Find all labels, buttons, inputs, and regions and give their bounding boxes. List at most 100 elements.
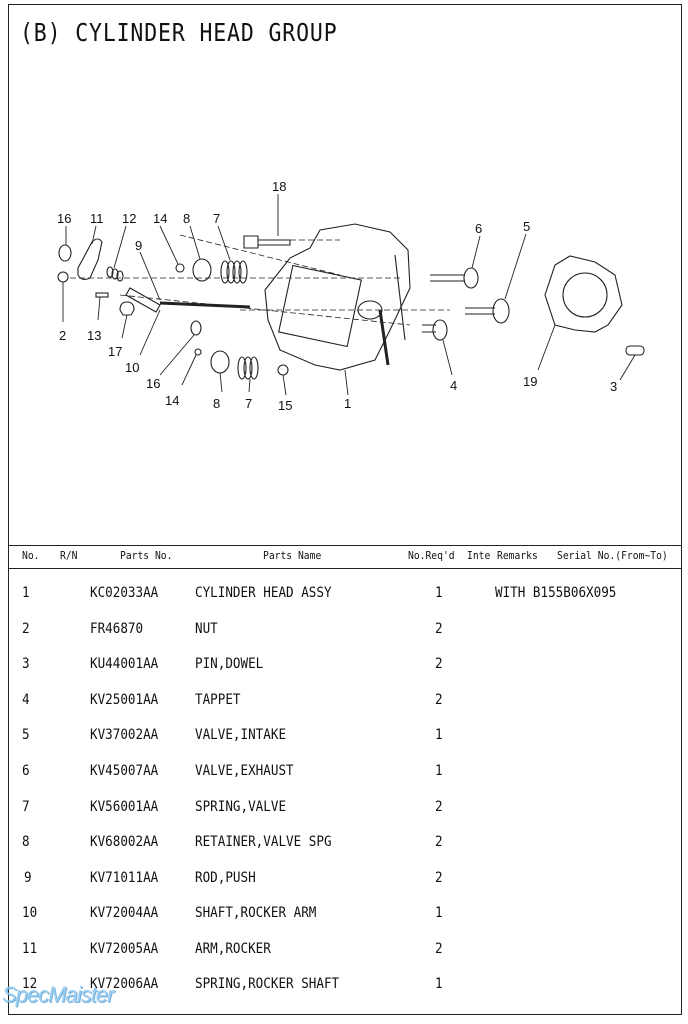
table-row: 5 KV37002AA VALVE,INTAKE 1: [0, 727, 688, 747]
part-7-spring-lower: [237, 356, 259, 380]
cell-no: 10: [22, 905, 38, 921]
part-18-bolt: [243, 235, 291, 249]
callout-7b: 7: [245, 396, 252, 411]
cell-qty: 1: [435, 976, 443, 992]
header-inte: Inte: [467, 549, 491, 562]
cell-no: 5: [22, 727, 30, 743]
cell-no: 11: [22, 941, 38, 957]
part-15-bolt: [277, 364, 289, 376]
cell-no: 6: [22, 763, 30, 779]
cell-qty: 2: [435, 834, 443, 850]
callout-18: 18: [272, 179, 286, 194]
cell-parts-name: RETAINER,VALVE SPG: [195, 834, 332, 850]
part-7-spring-upper: [220, 260, 248, 284]
callout-3: 3: [610, 379, 617, 394]
callout-6: 6: [475, 221, 482, 236]
part-13-pin: [95, 292, 109, 298]
cell-no: 4: [22, 692, 30, 708]
cell-remarks: WITH B155B06X095: [495, 585, 617, 601]
cell-parts-no: KC02033AA: [90, 585, 159, 601]
cell-qty: 2: [435, 621, 443, 637]
callout-5: 5: [523, 219, 530, 234]
cell-qty: 2: [435, 656, 443, 672]
callout-14b: 14: [165, 393, 179, 408]
cell-qty: 2: [435, 870, 443, 886]
part-12-spring: [106, 266, 124, 282]
part-6-valve-head: [463, 267, 479, 289]
table-row: 3 KU44001AA PIN,DOWEL 2: [0, 656, 688, 676]
cell-qty: 1: [435, 585, 443, 601]
leader-lines: [62, 194, 636, 396]
part-17-plug: [119, 301, 135, 316]
cell-parts-name: SPRING,VALVE: [195, 799, 287, 815]
callout-16: 16: [57, 211, 71, 226]
part-2-nut: [57, 271, 69, 283]
cell-parts-no: KV45007AA: [90, 763, 159, 779]
header-no-reqd: No.Req'd: [408, 549, 455, 562]
cell-no: 9: [24, 870, 32, 886]
part-8-retainer-lower: [210, 350, 230, 374]
cell-parts-no: KV72004AA: [90, 905, 159, 921]
page-frame: [8, 4, 682, 1015]
cell-no: 7: [22, 799, 30, 815]
callout-8b: 8: [213, 396, 220, 411]
part-11-rocker-arm: [77, 238, 103, 281]
part-19-head-gasket: [544, 255, 623, 333]
part-14-collet-upper: [175, 263, 185, 273]
cell-no: 12: [22, 976, 38, 992]
cell-qty: 2: [435, 799, 443, 815]
header-parts-no: Parts No.: [120, 549, 173, 562]
callout-8: 8: [183, 211, 190, 226]
part-8-retainer-upper: [192, 258, 212, 282]
cell-parts-name: ROD,PUSH: [195, 870, 256, 886]
part-5-valve-head: [492, 298, 510, 324]
table-header-rule: [8, 568, 682, 569]
cell-parts-name: TAPPET: [195, 692, 241, 708]
cell-parts-no: KV25001AA: [90, 692, 159, 708]
cell-parts-no: KV72005AA: [90, 941, 159, 957]
table-row: 9 KV71011AA ROD,PUSH 2: [0, 870, 688, 890]
part-16-washer-lower: [190, 320, 202, 336]
table-row: 12 KV72006AA SPRING,ROCKER SHAFT 1: [0, 976, 688, 996]
cell-qty: 2: [435, 692, 443, 708]
callout-12: 12: [122, 211, 136, 226]
part-3-dowel-pin: [625, 345, 645, 356]
header-rn: R/N: [60, 549, 78, 562]
part-9-push-rod: [159, 301, 251, 309]
callout-15: 15: [278, 398, 292, 413]
cell-parts-no: KU44001AA: [90, 656, 159, 672]
table-row: 10 KV72004AA SHAFT,ROCKER ARM 1: [0, 905, 688, 925]
callout-11: 11: [90, 211, 104, 226]
part-1-cylinder-head: [264, 223, 411, 371]
table-row: 4 KV25001AA TAPPET 2: [0, 692, 688, 712]
cell-no: 2: [22, 621, 30, 637]
table-row: 1 KC02033AA CYLINDER HEAD ASSY 1 WITH B1…: [0, 585, 688, 605]
cell-parts-name: SHAFT,ROCKER ARM: [195, 905, 317, 921]
cell-parts-no: KV37002AA: [90, 727, 159, 743]
cell-parts-name: SPRING,ROCKER SHAFT: [195, 976, 340, 992]
header-parts-name: Parts Name: [263, 549, 322, 562]
cell-parts-no: KV71011AA: [90, 870, 159, 886]
callout-4: 4: [450, 378, 457, 393]
cell-parts-name: VALVE,EXHAUST: [195, 763, 294, 779]
cell-qty: 1: [435, 763, 443, 779]
callout-17: 17: [108, 344, 122, 359]
part-6-exhaust-valve: [430, 274, 465, 282]
callout-1: 1: [344, 396, 351, 411]
part-14-collet-lower: [194, 348, 202, 356]
cell-parts-no: KV68002AA: [90, 834, 159, 850]
table-row: 6 KV45007AA VALVE,EXHAUST 1: [0, 763, 688, 783]
callout-7: 7: [213, 211, 220, 226]
cell-qty: 1: [435, 727, 443, 743]
cell-parts-no: FR46870: [90, 621, 144, 637]
watermark-logo: SpecMaister: [2, 982, 114, 1007]
cell-parts-no: KV56001AA: [90, 799, 159, 815]
table-row: 2 FR46870 NUT 2: [0, 621, 688, 641]
part-4-tappet-head: [432, 319, 448, 341]
callout-16b: 16: [146, 376, 160, 391]
header-serial: Serial No.(From~To): [557, 549, 668, 562]
cell-no: 1: [22, 585, 30, 601]
exploded-parts-diagram: 18 16 11 12 14 8 7 9 6 5 2 13 17 10 16 1…: [57, 179, 645, 413]
callout-10: 10: [125, 360, 139, 375]
header-no: No.: [22, 549, 40, 562]
